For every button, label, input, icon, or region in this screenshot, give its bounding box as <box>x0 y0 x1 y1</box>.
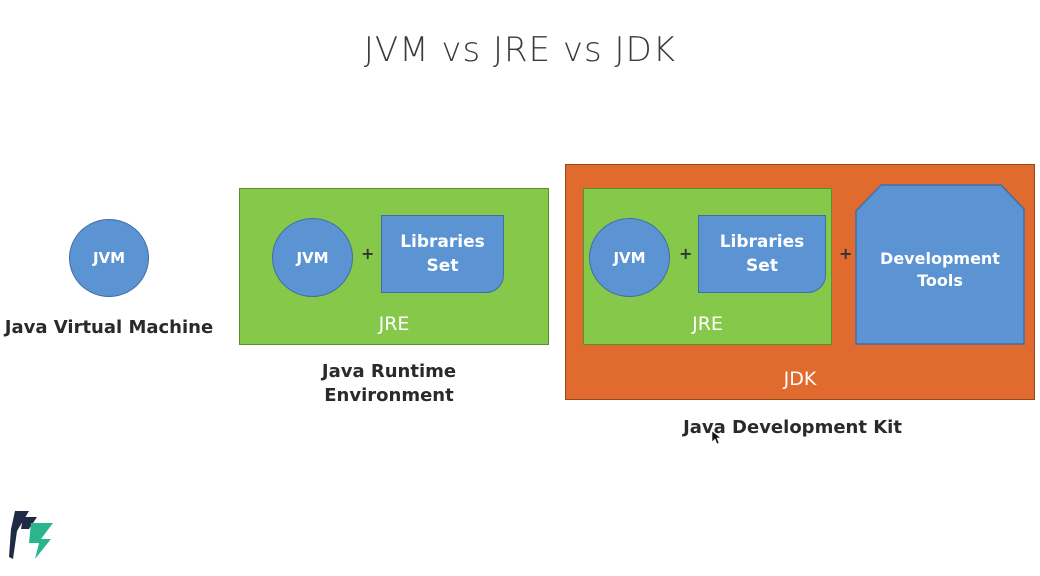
dev-tools-line2: Tools <box>917 271 963 290</box>
jre-caption: Java Runtime Environment <box>289 360 489 408</box>
jdk-libraries-line2: Set <box>746 256 778 276</box>
brand-logo-icon <box>9 511 53 559</box>
page-title: JVM vs JRE vs JDK <box>363 30 677 70</box>
jre-box-label: JRE <box>378 313 410 335</box>
dev-tools-text: Development Tools <box>855 248 1025 292</box>
jdk-jre-label: JRE <box>692 313 723 335</box>
jdk-box-label: JDK <box>783 368 817 390</box>
jre-libraries-box: Libraries Set <box>381 215 504 293</box>
jvm-circle: JVM <box>69 219 149 297</box>
jre-caption-line1: Java Runtime <box>321 361 457 382</box>
jdk-caption: Java Development Kit <box>683 417 902 438</box>
dev-tools-line1: Development <box>880 249 1000 268</box>
jdk-jvm-label: JVM <box>613 248 646 267</box>
jdk-plus-1: + <box>679 244 693 263</box>
jre-caption-line2: Environment <box>324 385 454 406</box>
jdk-plus-2: + <box>839 244 853 263</box>
jvm-circle-label: JVM <box>92 249 126 267</box>
jdk-jvm-circle: JVM <box>589 218 670 297</box>
jvm-caption: Java Virtual Machine <box>4 317 214 338</box>
jdk-libraries-line1: Libraries <box>719 232 805 252</box>
mouse-cursor-icon <box>712 431 722 445</box>
jre-plus: + <box>361 244 375 263</box>
jre-jvm-circle: JVM <box>272 218 353 297</box>
jre-libraries-line2: Set <box>426 256 459 276</box>
jre-jvm-label: JVM <box>296 248 329 267</box>
dev-tools-shape <box>855 184 1025 345</box>
jre-libraries-line1: Libraries <box>400 232 485 252</box>
jdk-libraries-box: Libraries Set <box>698 215 826 293</box>
